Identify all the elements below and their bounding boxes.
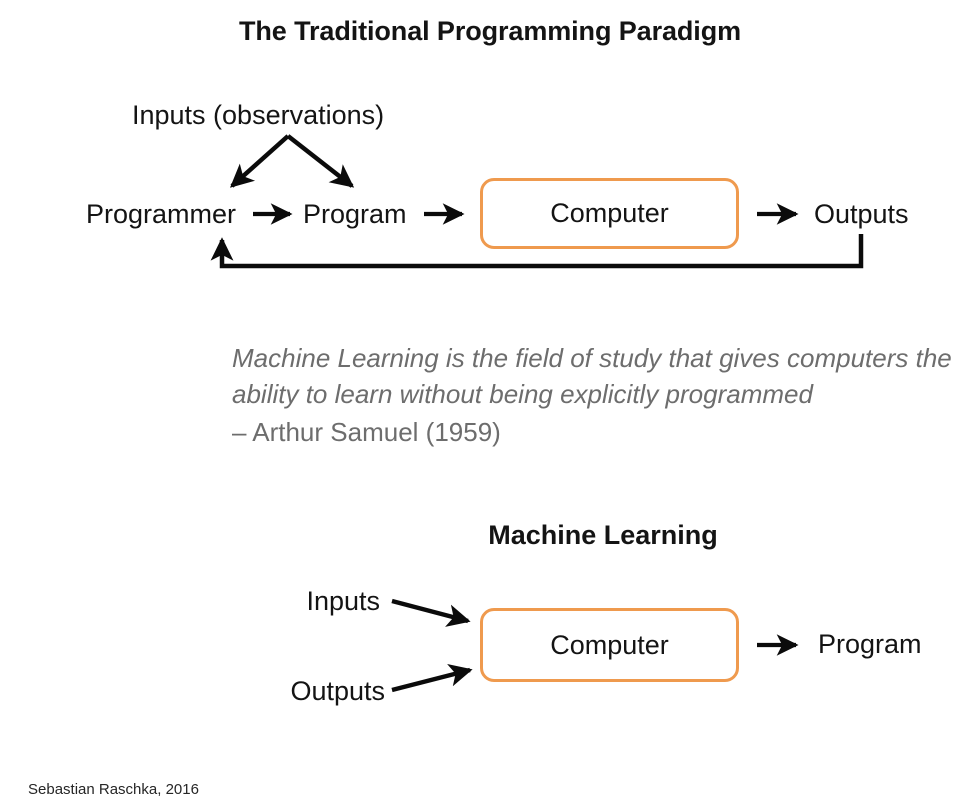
traditional-programmer-label: Programmer: [86, 199, 237, 229]
traditional-computer-label: Computer: [550, 198, 669, 228]
quote-text: Machine Learning is the field of study t…: [232, 343, 952, 409]
ml-inputs-label: Inputs: [306, 586, 380, 616]
ml-computer-box: Computer: [480, 608, 739, 682]
quote-attribution: – Arthur Samuel (1959): [232, 417, 501, 447]
machine-learning-section-title: Machine Learning: [488, 520, 718, 550]
traditional-program-label: Program: [303, 199, 407, 229]
ml-computer-label: Computer: [550, 629, 669, 660]
traditional-computer-box: Computer: [480, 178, 739, 249]
ml-outputs-arrow: [391, 664, 473, 693]
quote-block: Machine Learning is the field of study t…: [232, 340, 962, 450]
inputs-fanout-arrows: [229, 134, 355, 188]
footer-credit: Sebastian Raschka, 2016: [28, 781, 199, 798]
traditional-outputs-label: Outputs: [814, 199, 909, 229]
ml-program-label: Program: [818, 629, 922, 659]
ml-outputs-label: Outputs: [290, 676, 385, 706]
traditional-inputs-label: Inputs (observations): [132, 100, 385, 130]
page-title: The Traditional Programming Paradigm: [239, 16, 741, 46]
ml-inputs-arrow: [391, 598, 471, 627]
